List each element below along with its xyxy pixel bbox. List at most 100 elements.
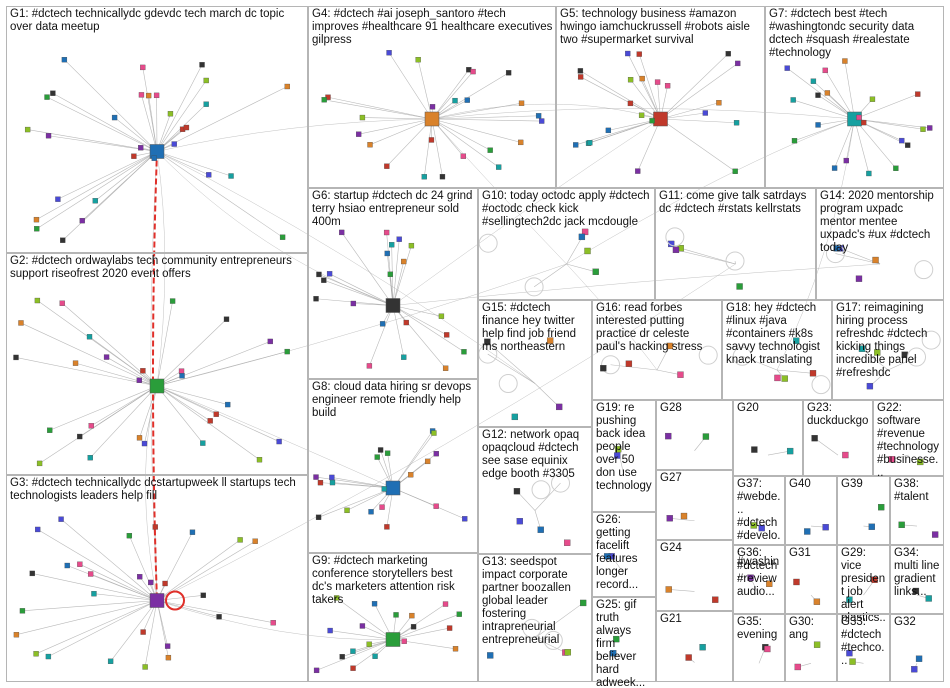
edge bbox=[318, 274, 394, 306]
group-box-g19: G19: re pushing back idea people over 50… bbox=[592, 400, 656, 512]
self-loop-node bbox=[732, 346, 752, 366]
node bbox=[77, 561, 83, 567]
edge bbox=[534, 482, 561, 511]
edge bbox=[638, 53, 661, 120]
group-label: G13: seedspot impact corporate partner b… bbox=[482, 556, 571, 646]
node bbox=[666, 342, 673, 350]
node bbox=[55, 196, 61, 202]
edge bbox=[79, 564, 158, 601]
node bbox=[386, 50, 392, 56]
node bbox=[408, 242, 415, 249]
node bbox=[72, 360, 79, 366]
edge bbox=[329, 273, 394, 306]
node bbox=[470, 68, 476, 75]
edge bbox=[67, 565, 158, 601]
edge bbox=[156, 151, 232, 177]
edge bbox=[669, 518, 695, 522]
self-loop-node bbox=[498, 374, 518, 394]
self-loop-node bbox=[811, 375, 831, 395]
edge bbox=[424, 118, 433, 177]
node bbox=[925, 595, 932, 602]
group-box-g6: G6: startup #dctech dc 24 grind terry hs… bbox=[308, 188, 478, 379]
node bbox=[431, 430, 437, 436]
group-box-g4: G4: #dctech #ai joseph_santoro #tech imp… bbox=[308, 6, 556, 188]
node bbox=[77, 433, 83, 440]
edge bbox=[533, 263, 567, 288]
group-label: G36: #dctech #review audio... bbox=[737, 547, 778, 598]
node bbox=[603, 553, 611, 560]
inter-group-edge bbox=[156, 600, 394, 640]
group-box-g3: G3: #dctech technicallydc dcstartupweek … bbox=[6, 475, 308, 682]
node bbox=[35, 526, 41, 533]
node bbox=[699, 644, 706, 651]
group-label: G8: cloud data hiring sr devops engineer… bbox=[312, 381, 472, 419]
group-box-g8: G8: cloud data hiring sr devops engineer… bbox=[308, 379, 478, 553]
node bbox=[809, 370, 817, 377]
node bbox=[415, 57, 421, 63]
edge bbox=[57, 151, 158, 200]
node bbox=[13, 632, 20, 638]
edge bbox=[316, 639, 394, 671]
group-label: G23: duckduckgo bbox=[807, 402, 869, 427]
group-box-g23: G23: duckduckgo bbox=[803, 400, 873, 476]
node bbox=[33, 651, 39, 657]
node bbox=[600, 365, 607, 372]
node bbox=[136, 435, 143, 441]
edge bbox=[156, 532, 193, 601]
node bbox=[822, 524, 829, 531]
node bbox=[313, 667, 320, 674]
node bbox=[824, 90, 831, 96]
node bbox=[252, 538, 258, 544]
node bbox=[279, 234, 286, 240]
node bbox=[29, 570, 35, 577]
node bbox=[578, 233, 586, 241]
group-label: G30: ang bbox=[789, 616, 814, 641]
group-box-g7: G7: #dctech best #tech #washingtondc sec… bbox=[765, 6, 944, 188]
node bbox=[587, 140, 593, 146]
node bbox=[614, 452, 621, 459]
edge bbox=[16, 600, 158, 636]
group-box-g27: G27 bbox=[656, 470, 733, 540]
edge bbox=[660, 118, 737, 124]
node bbox=[424, 458, 431, 465]
node bbox=[203, 77, 209, 84]
node bbox=[356, 131, 362, 137]
node bbox=[564, 539, 571, 546]
node bbox=[237, 537, 243, 543]
node bbox=[732, 168, 738, 174]
edge bbox=[32, 573, 158, 601]
group-label: G32 bbox=[894, 616, 916, 628]
node bbox=[464, 97, 470, 103]
edge bbox=[139, 385, 158, 438]
node bbox=[19, 608, 26, 614]
node bbox=[750, 522, 757, 529]
inter-group-edge bbox=[392, 263, 881, 306]
node bbox=[169, 298, 176, 304]
node bbox=[793, 578, 800, 586]
node bbox=[389, 242, 395, 248]
node bbox=[702, 110, 709, 116]
node bbox=[460, 153, 467, 159]
node bbox=[442, 601, 449, 607]
node bbox=[47, 427, 53, 433]
node bbox=[153, 92, 160, 99]
edge bbox=[392, 261, 404, 306]
node bbox=[359, 114, 366, 121]
node bbox=[546, 337, 554, 344]
edge bbox=[141, 94, 158, 152]
node bbox=[496, 164, 502, 170]
node bbox=[206, 172, 212, 178]
node bbox=[518, 100, 525, 106]
node bbox=[927, 125, 933, 131]
group-label: G39 bbox=[841, 478, 863, 490]
node bbox=[898, 521, 905, 529]
node bbox=[379, 504, 385, 510]
edge bbox=[854, 118, 930, 129]
group-box-g11: G11: come give talk satrdays dc #dctech … bbox=[655, 188, 816, 300]
edge bbox=[854, 118, 897, 169]
node bbox=[383, 229, 390, 236]
node bbox=[635, 168, 641, 174]
edge bbox=[392, 432, 435, 489]
node bbox=[846, 596, 853, 603]
